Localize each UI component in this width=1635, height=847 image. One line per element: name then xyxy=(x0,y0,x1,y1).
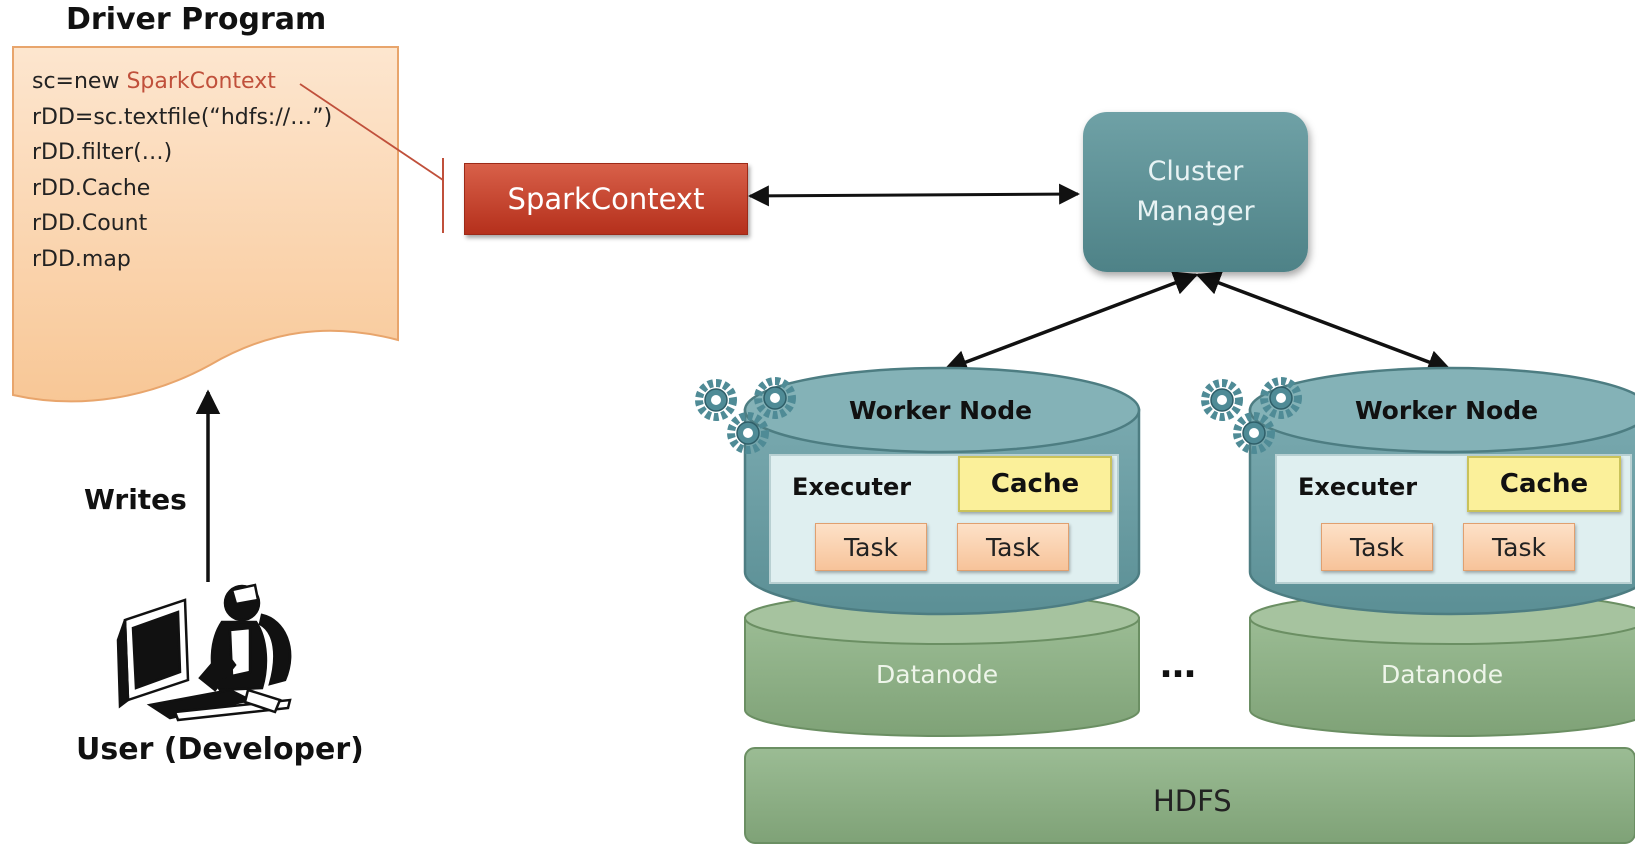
code-line-2: rDD=sc.textfile(“hdfs://…”) xyxy=(32,104,333,130)
user-computer-icon xyxy=(116,583,292,722)
gears-icon-1 xyxy=(695,377,796,454)
worker-node-1-task-2-label: Task xyxy=(986,532,1040,562)
driver-program-document xyxy=(12,46,399,403)
worker-node-2-task-1-label: Task xyxy=(1350,532,1404,562)
driver-program-title: Driver Program xyxy=(66,2,327,37)
cluster-manager-box: Cluster Manager xyxy=(1083,112,1308,272)
worker-node-2-task-1: Task xyxy=(1321,523,1433,571)
code-line-5: rDD.Count xyxy=(32,211,148,236)
user-developer-label: User (Developer) xyxy=(76,732,364,767)
worker-node-1-executer: Executer xyxy=(792,473,912,501)
worker-node-2-cache-label: Cache xyxy=(1499,469,1589,499)
hdfs-block xyxy=(744,747,1635,844)
writes-label: Writes xyxy=(84,483,187,516)
worker-node-1-cache: Cache xyxy=(958,456,1112,512)
worker-node-1-title: Worker Node xyxy=(849,396,1033,425)
datanode-1-label: Datanode xyxy=(876,660,999,689)
code-line-1-prefix: sc=new xyxy=(32,69,127,94)
gears-icon-2 xyxy=(1201,377,1302,454)
worker-node-1-task-1-label: Task xyxy=(844,532,898,562)
arrow-spark-cluster xyxy=(747,183,1081,207)
arrow-cluster-worker2 xyxy=(1195,271,1453,374)
cluster-manager-line1: Cluster xyxy=(1147,156,1244,187)
worker-node-1-cache-label: Cache xyxy=(990,469,1080,499)
code-line-4: rDD.Cache xyxy=(32,175,151,201)
code-line-1-class: SparkContext xyxy=(126,69,276,94)
worker-node-2-task-2: Task xyxy=(1463,523,1575,571)
callout-line xyxy=(299,83,444,181)
arrow-cluster-worker1 xyxy=(942,271,1199,374)
code-line-6: rDD.map xyxy=(32,246,131,272)
worker-node-2-title: Worker Node xyxy=(1355,396,1539,425)
spark-context-label: SparkContext xyxy=(507,182,705,216)
hdfs-label: HDFS xyxy=(1153,784,1232,818)
datanode-2-label: Datanode xyxy=(1381,660,1504,689)
spark-context-box: SparkContext xyxy=(464,163,748,235)
cluster-manager-line2: Manager xyxy=(1136,196,1255,227)
code-line-3: rDD.filter(…) xyxy=(32,140,173,165)
code-line-1: sc=new SparkContext xyxy=(32,64,332,100)
more-workers-ellipsis: … xyxy=(1160,645,1196,686)
worker-node-2-cache: Cache xyxy=(1467,456,1621,512)
worker-node-1-task-1: Task xyxy=(815,523,927,571)
driver-code: sc=new SparkContext rDD=sc.textfile(“hdf… xyxy=(32,64,332,277)
worker-node-1-task-2: Task xyxy=(957,523,1069,571)
worker-node-2-task-2-label: Task xyxy=(1492,532,1546,562)
worker-node-2-executer: Executer xyxy=(1298,473,1418,501)
